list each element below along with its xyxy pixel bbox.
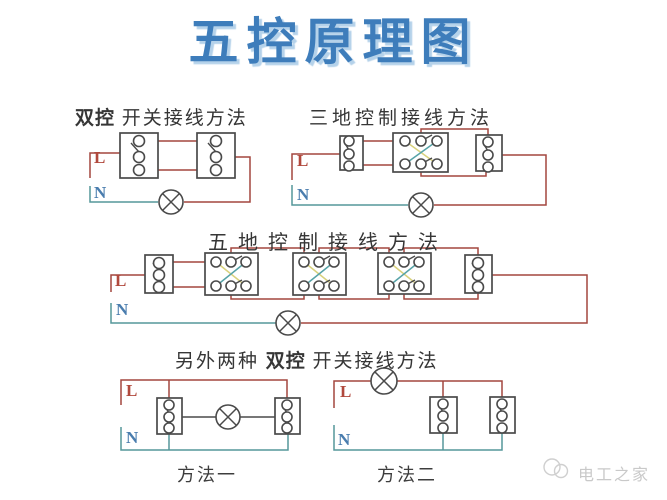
alternative-heading-rest: 开关接线方法 bbox=[305, 351, 439, 372]
neutral-wire bbox=[110, 303, 276, 324]
switch-box bbox=[464, 254, 493, 294]
intermediate-switch-box bbox=[204, 252, 259, 296]
lamp-icon bbox=[370, 367, 398, 395]
live-wire bbox=[110, 247, 588, 324]
watermark-text: 电工之家 bbox=[578, 467, 651, 484]
neutral-label: N bbox=[297, 185, 310, 204]
alt-method-one-circuit bbox=[120, 379, 301, 451]
method-two-caption: 方法二 bbox=[377, 465, 437, 485]
live-label: L bbox=[94, 148, 106, 167]
neutral-label: N bbox=[94, 183, 107, 202]
neutral-wire bbox=[333, 425, 503, 451]
method-one-caption: 方法一 bbox=[177, 465, 237, 485]
alternative-heading-bold: 双控 bbox=[265, 351, 306, 372]
three-way-heading: 三地控制接线方法 bbox=[309, 108, 494, 129]
intermediate-switch-box bbox=[377, 252, 432, 295]
double-control-heading-rest: 开关接线方法 bbox=[115, 108, 248, 129]
intermediate-switch-box bbox=[292, 252, 347, 296]
neutral-label: N bbox=[338, 430, 351, 449]
switch-box bbox=[196, 132, 236, 179]
lamp-icon bbox=[275, 310, 301, 336]
intermediate-switch-box bbox=[392, 132, 449, 173]
switch-box bbox=[489, 396, 516, 434]
neutral-label: N bbox=[126, 428, 139, 447]
switch-box bbox=[274, 397, 301, 435]
lamp-icon bbox=[158, 189, 184, 215]
live-label: L bbox=[115, 271, 127, 290]
live-wire bbox=[120, 379, 288, 405]
double-control-heading-bold: 双控 bbox=[75, 108, 116, 129]
live-label: L bbox=[340, 382, 352, 401]
live-label: L bbox=[126, 381, 138, 400]
switch-box bbox=[156, 397, 183, 435]
watermark-logo-icon bbox=[543, 458, 569, 479]
lamp-icon bbox=[215, 404, 241, 430]
double-control-heading: 双控 开关接线方法 bbox=[75, 103, 248, 130]
live-label: L bbox=[297, 151, 309, 170]
lamp-icon bbox=[408, 192, 434, 218]
five-way-circuit bbox=[110, 247, 588, 336]
switch-box bbox=[144, 254, 174, 294]
five-way-heading: 五地控制接线方法 bbox=[208, 232, 448, 254]
double-control-circuit bbox=[89, 132, 251, 215]
neutral-wire bbox=[89, 186, 158, 203]
switch-box bbox=[339, 135, 364, 172]
switch-box bbox=[429, 396, 458, 434]
page-title: 五控原理图 bbox=[188, 14, 479, 70]
three-way-circuit bbox=[291, 128, 547, 218]
neutral-wire bbox=[120, 427, 289, 451]
live-wire bbox=[333, 380, 503, 408]
neutral-label: N bbox=[116, 300, 129, 319]
switch-box bbox=[475, 134, 503, 173]
alternative-heading-prefix: 另外两种 bbox=[175, 351, 266, 372]
alt-method-two-circuit bbox=[333, 367, 516, 451]
neutral-wire bbox=[291, 185, 408, 206]
alternative-heading: 另外两种 双控 开关接线方法 bbox=[175, 346, 439, 373]
switch-box bbox=[119, 132, 159, 179]
